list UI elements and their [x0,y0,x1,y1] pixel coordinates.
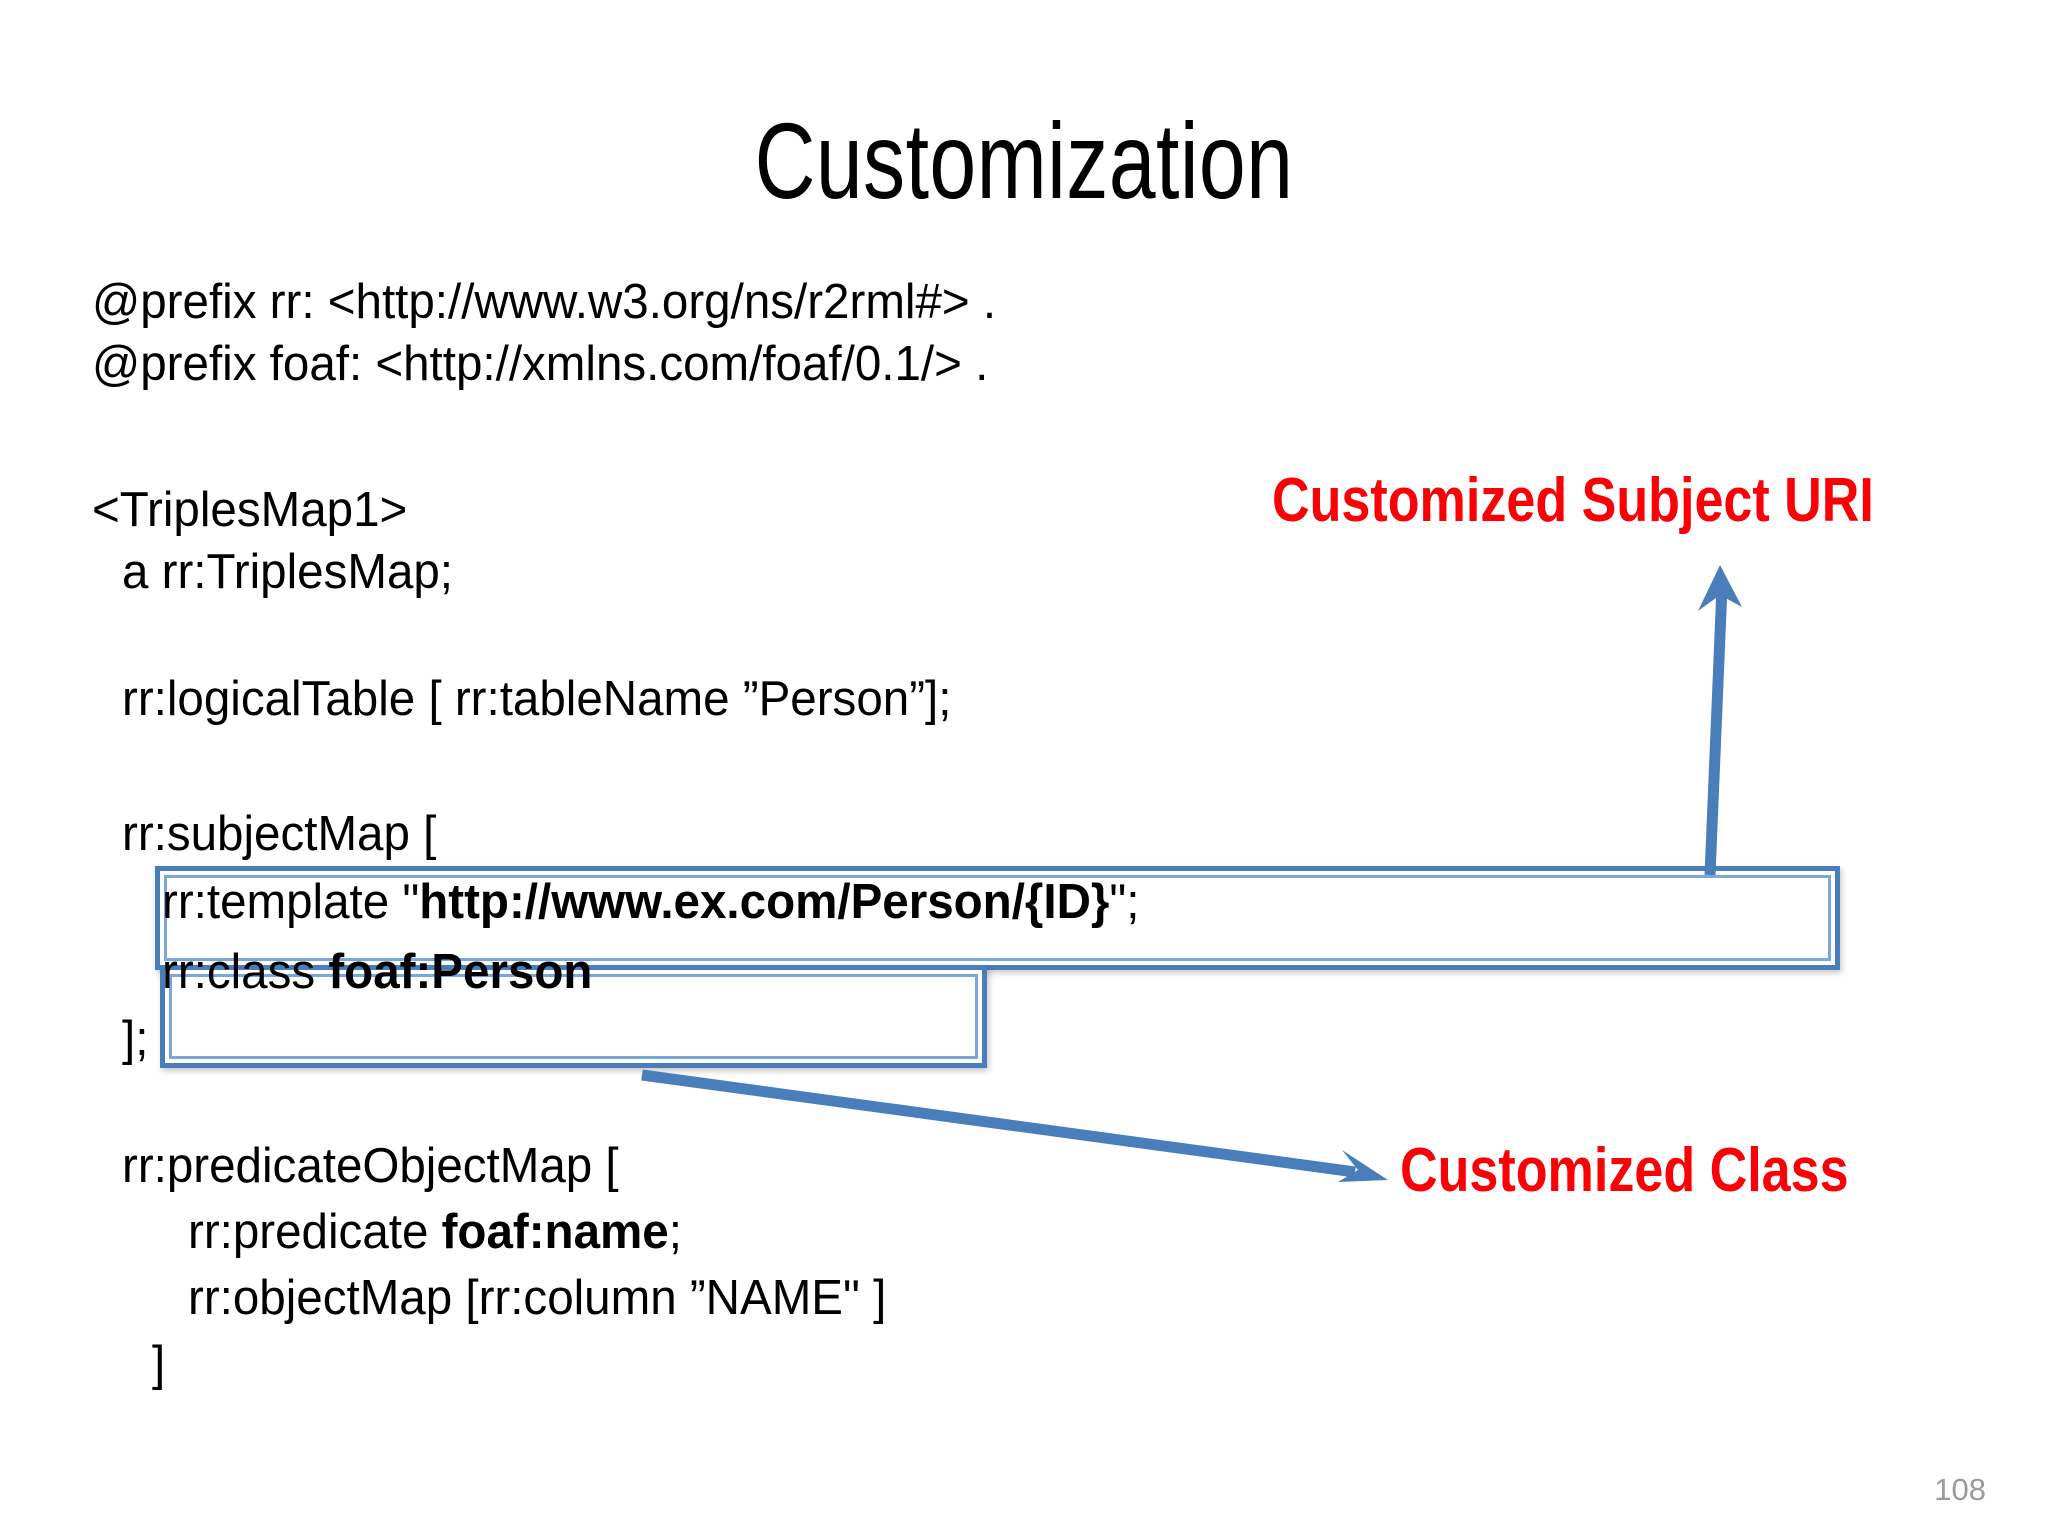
highlight-box-subject-uri[interactable] [155,866,1840,970]
rr-template-suffix: "; [1109,875,1140,929]
arrow-up-shaft [1704,586,1728,876]
code-line-rr-predicate: rr:predicate foaf:name; [188,1208,682,1257]
annotation-customized-class: Customized Class [1400,1136,1849,1205]
code-line-rr-class: rr:class foaf:Person [162,948,592,997]
rr-class-keyword: rr:class [162,945,329,999]
page-number: 108 [1934,1472,1986,1507]
arrow-down-right-icon [641,1069,1388,1182]
code-line-prefix-foaf: @prefix foaf: <http://xmlns.com/foaf/0.1… [92,337,989,391]
code-line-subjectmap-open: rr:subjectMap [ [122,807,437,861]
code-line-rr-objectmap: rr:objectMap [rr:column ”NAME" ] [188,1271,887,1325]
code-line-rr-template: rr:template "http://www.ex.com/Person/{I… [162,878,1140,927]
code-line-subjectmap-close: ]; [122,1012,149,1066]
rr-template-keyword: rr:template " [162,875,420,929]
arrow-down-right-shaft [641,1069,1356,1178]
code-line-triplesmap-open: <TriplesMap1> [92,483,408,537]
code-line-logical-table: rr:logicalTable [ rr:tableName ”Person”]… [122,672,952,726]
rr-predicate-keyword: rr:predicate [188,1205,442,1259]
arrow-up-icon [1698,565,1742,876]
code-line-predicateobjectmap-open: rr:predicateObjectMap [ [122,1139,619,1193]
highlight-box-class[interactable] [160,965,987,1068]
code-line-predicateobjectmap-close: ] [152,1337,166,1391]
rr-predicate-value: foaf:name [441,1205,669,1259]
rr-predicate-suffix: ; [668,1205,682,1259]
arrow-up-head [1698,565,1742,611]
rr-template-value: http://www.ex.com/Person/{ID} [419,875,1110,929]
arrow-down-right-head [1338,1150,1388,1182]
page-title: Customization [754,100,1294,221]
code-line-prefix-rr: @prefix rr: <http://www.w3.org/ns/r2rml#… [92,275,997,329]
code-line-a-triplesmap: a rr:TriplesMap; [122,545,454,599]
rr-class-value: foaf:Person [328,945,593,999]
annotation-customized-subject-uri: Customized Subject URI [1272,466,1874,535]
